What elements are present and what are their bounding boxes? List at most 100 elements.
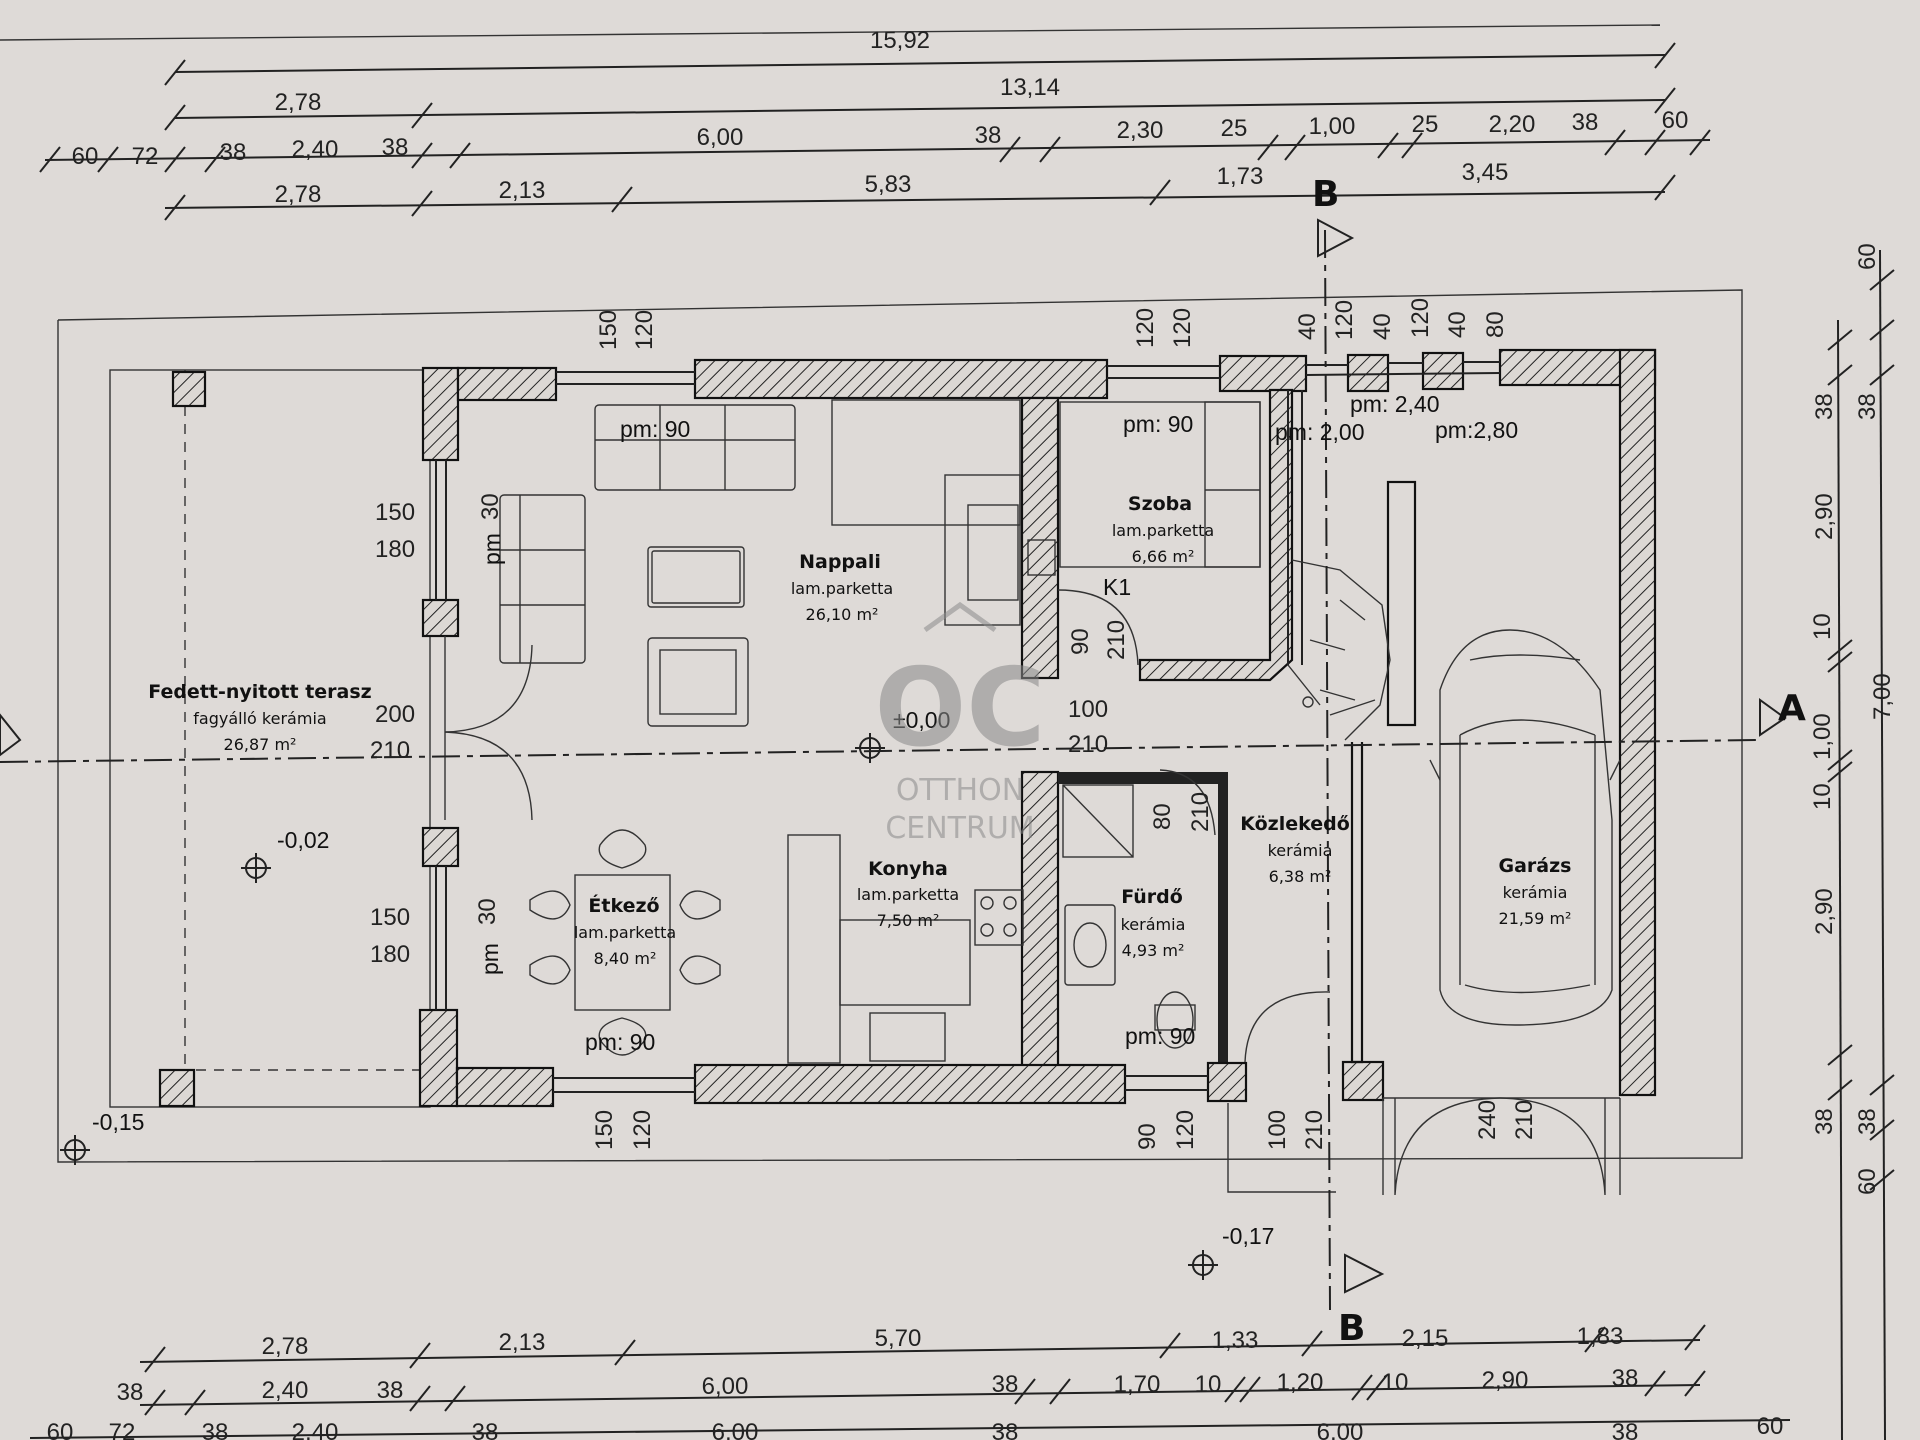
dim-label: 38 [1612,1419,1639,1440]
opening-label: 210 [1068,731,1108,758]
room-name-hall: Közlekedő [1240,813,1350,835]
dim-label: 60 [1854,1168,1881,1195]
dim-label: 6,00 [1317,1419,1364,1440]
opening-label: 30 [477,493,504,520]
dim-label: 3,45 [1462,159,1509,186]
section-mark-b-bottom: B [1338,1308,1365,1349]
opening-label: 150 [591,1110,618,1150]
otthon-centrum-watermark: OC OTTHON CENTRUM [874,601,1046,846]
dim-label: 1,00 [1809,713,1836,760]
room-name-kitchen: Konyha [868,858,948,880]
room-floor-dining: lam.parketta [574,923,676,942]
dim-label: 38 [1811,393,1838,420]
site-outline [57,289,1743,1163]
opening-label: 120 [631,310,658,350]
room-name-living: Nappali [799,551,881,573]
dim-label: 38 [382,134,409,161]
section-arrow-left [0,713,22,757]
room-labels: Fedett-nyitott terasz fagyálló kerámia 2… [148,493,1571,968]
level-markers: ±0,00 -0,02 -0,15 -0,17 K1 [60,574,1274,1280]
section-mark-b-top: B [1312,174,1339,215]
walls [418,348,1657,1108]
dim-total-width: 15,92 [870,27,930,54]
dim-label: 2,90 [1811,493,1838,540]
sill-label: pm: 2,00 [1275,419,1365,445]
dim-label: 38 [220,139,247,166]
dim-label: 2,13 [499,1329,546,1356]
right-dimensions: 60 38 38 2,90 10 7,00 1,00 10 2,90 38 38… [1809,243,1896,1440]
room-name-garage: Garázs [1499,855,1572,877]
room-area-garage: 21,59 m² [1499,909,1572,928]
dim-label: 38 [1854,1108,1881,1135]
opening-label: 30 [474,898,501,925]
dim-label: 1,83 [1577,1323,1624,1350]
opening-label: 100 [1068,696,1108,723]
room-name-room: Szoba [1128,493,1192,515]
dim-label: 38 [992,1371,1019,1398]
dim-label: 38 [1572,109,1599,136]
dim-label: 2,90 [1811,888,1838,935]
dim-label: 2,90 [1482,1367,1529,1394]
dim-label: 2,78 [275,89,322,116]
room-floor-living: lam.parketta [791,579,893,598]
dim-label: 2,78 [275,181,322,208]
dim-label: 5,83 [865,171,912,198]
room-area-dining: 8,40 m² [594,949,657,968]
room-name-dining: Étkező [588,894,659,917]
section-mark-a: A [1778,688,1806,729]
section-arrow-right [1759,698,1787,737]
dim-label: 7,00 [1869,673,1896,720]
dim-label: 38 [1612,1365,1639,1392]
dim-label: 72 [109,1419,136,1440]
opening-label: 90 [1134,1123,1161,1150]
opening-label: 120 [629,1110,656,1150]
room-area-kitchen: 7,50 m² [877,911,940,930]
dim-label: 60 [1757,1413,1784,1440]
room-floor-bath: kerámia [1121,915,1186,934]
opening-label: 120 [1169,308,1196,348]
opening-label: 150 [370,904,410,931]
opening-label: 180 [370,941,410,968]
sill-label: pm: 90 [1125,1023,1195,1049]
car-icon [1429,629,1621,1026]
opening-label: 40 [1444,311,1471,338]
opening-label: 210 [1187,792,1214,832]
room-area-bath: 4,93 m² [1122,941,1185,960]
dim-label: 25 [1412,111,1439,138]
opening-label: 40 [1294,313,1321,340]
dim-label: 10 [1809,613,1836,640]
opening-label: 200 [375,701,415,728]
opening-labels: 150 120 120 120 40 120 40 120 40 80 150 … [370,298,1538,1150]
level-corner: -0,15 [92,1109,144,1135]
top-dimensions: 15,92 2,78 13,14 60 72 38 2,40 38 6,00 3… [39,27,1711,221]
bottom-dimensions: 2,78 2,13 5,70 1,33 2,15 1,83 38 2,40 38… [29,1323,1791,1440]
sill-label: pm: 2,40 [1350,391,1440,417]
room-name-bath: Fürdő [1121,886,1183,908]
room-area-room: 6,66 m² [1132,547,1195,566]
dim-label: 1,70 [1114,1371,1161,1398]
dim-label: 10 [1382,1369,1409,1396]
opening-label: 80 [1482,311,1509,338]
sill-label: pm [477,943,503,975]
dim-label: 38 [202,1419,229,1440]
doors [444,589,1621,1196]
opening-label: 150 [375,499,415,526]
staircase [1287,559,1391,741]
opening-label: 40 [1369,313,1396,340]
dim-label: 1,73 [1217,163,1264,190]
dim-label: 60 [1662,107,1689,134]
dim-label: 38 [472,1419,499,1440]
watermark-line1: OTTHON [896,773,1024,808]
room-floor-terrace: fagyálló kerámia [193,709,326,728]
dim-label: 2,30 [1117,117,1164,144]
dim-label: 1,20 [1277,1369,1324,1396]
sill-labels: pm: 90 pm: 90 pm: 2,00 pm: 2,40 pm:2,80 … [477,391,1518,1055]
room-floor-hall: kerámia [1268,841,1333,860]
dim-label: 38 [1854,393,1881,420]
dim-label: 38 [975,122,1002,149]
chimney-label: K1 [1103,574,1131,600]
dim-label: 2,13 [499,177,546,204]
sill-label: pm: 90 [585,1029,655,1055]
opening-label: 210 [1301,1110,1328,1150]
